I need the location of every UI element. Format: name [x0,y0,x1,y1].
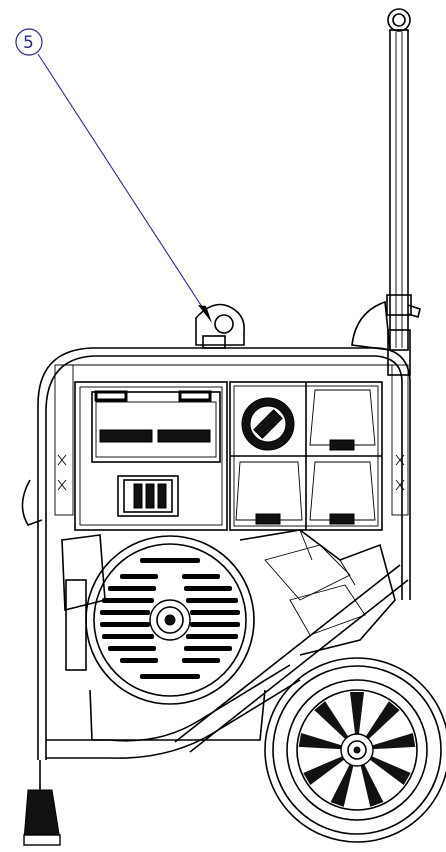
recoil-starter-cover [85,535,255,705]
cooling-slots [100,558,240,679]
main-frame [37,347,411,760]
fuel-tank-cap [351,300,391,351]
callout-circle [15,28,43,56]
lifting-eye [195,303,245,349]
front-foot [23,760,61,846]
wheel [264,657,446,843]
control-box-left [74,381,228,531]
transport-handle [386,8,421,376]
callout-5: 5 [15,28,212,323]
callout-arrowhead [198,305,212,323]
socket-panel-right [229,381,383,531]
callout-number: 5 [23,33,34,53]
callout-leader-line [37,53,207,314]
